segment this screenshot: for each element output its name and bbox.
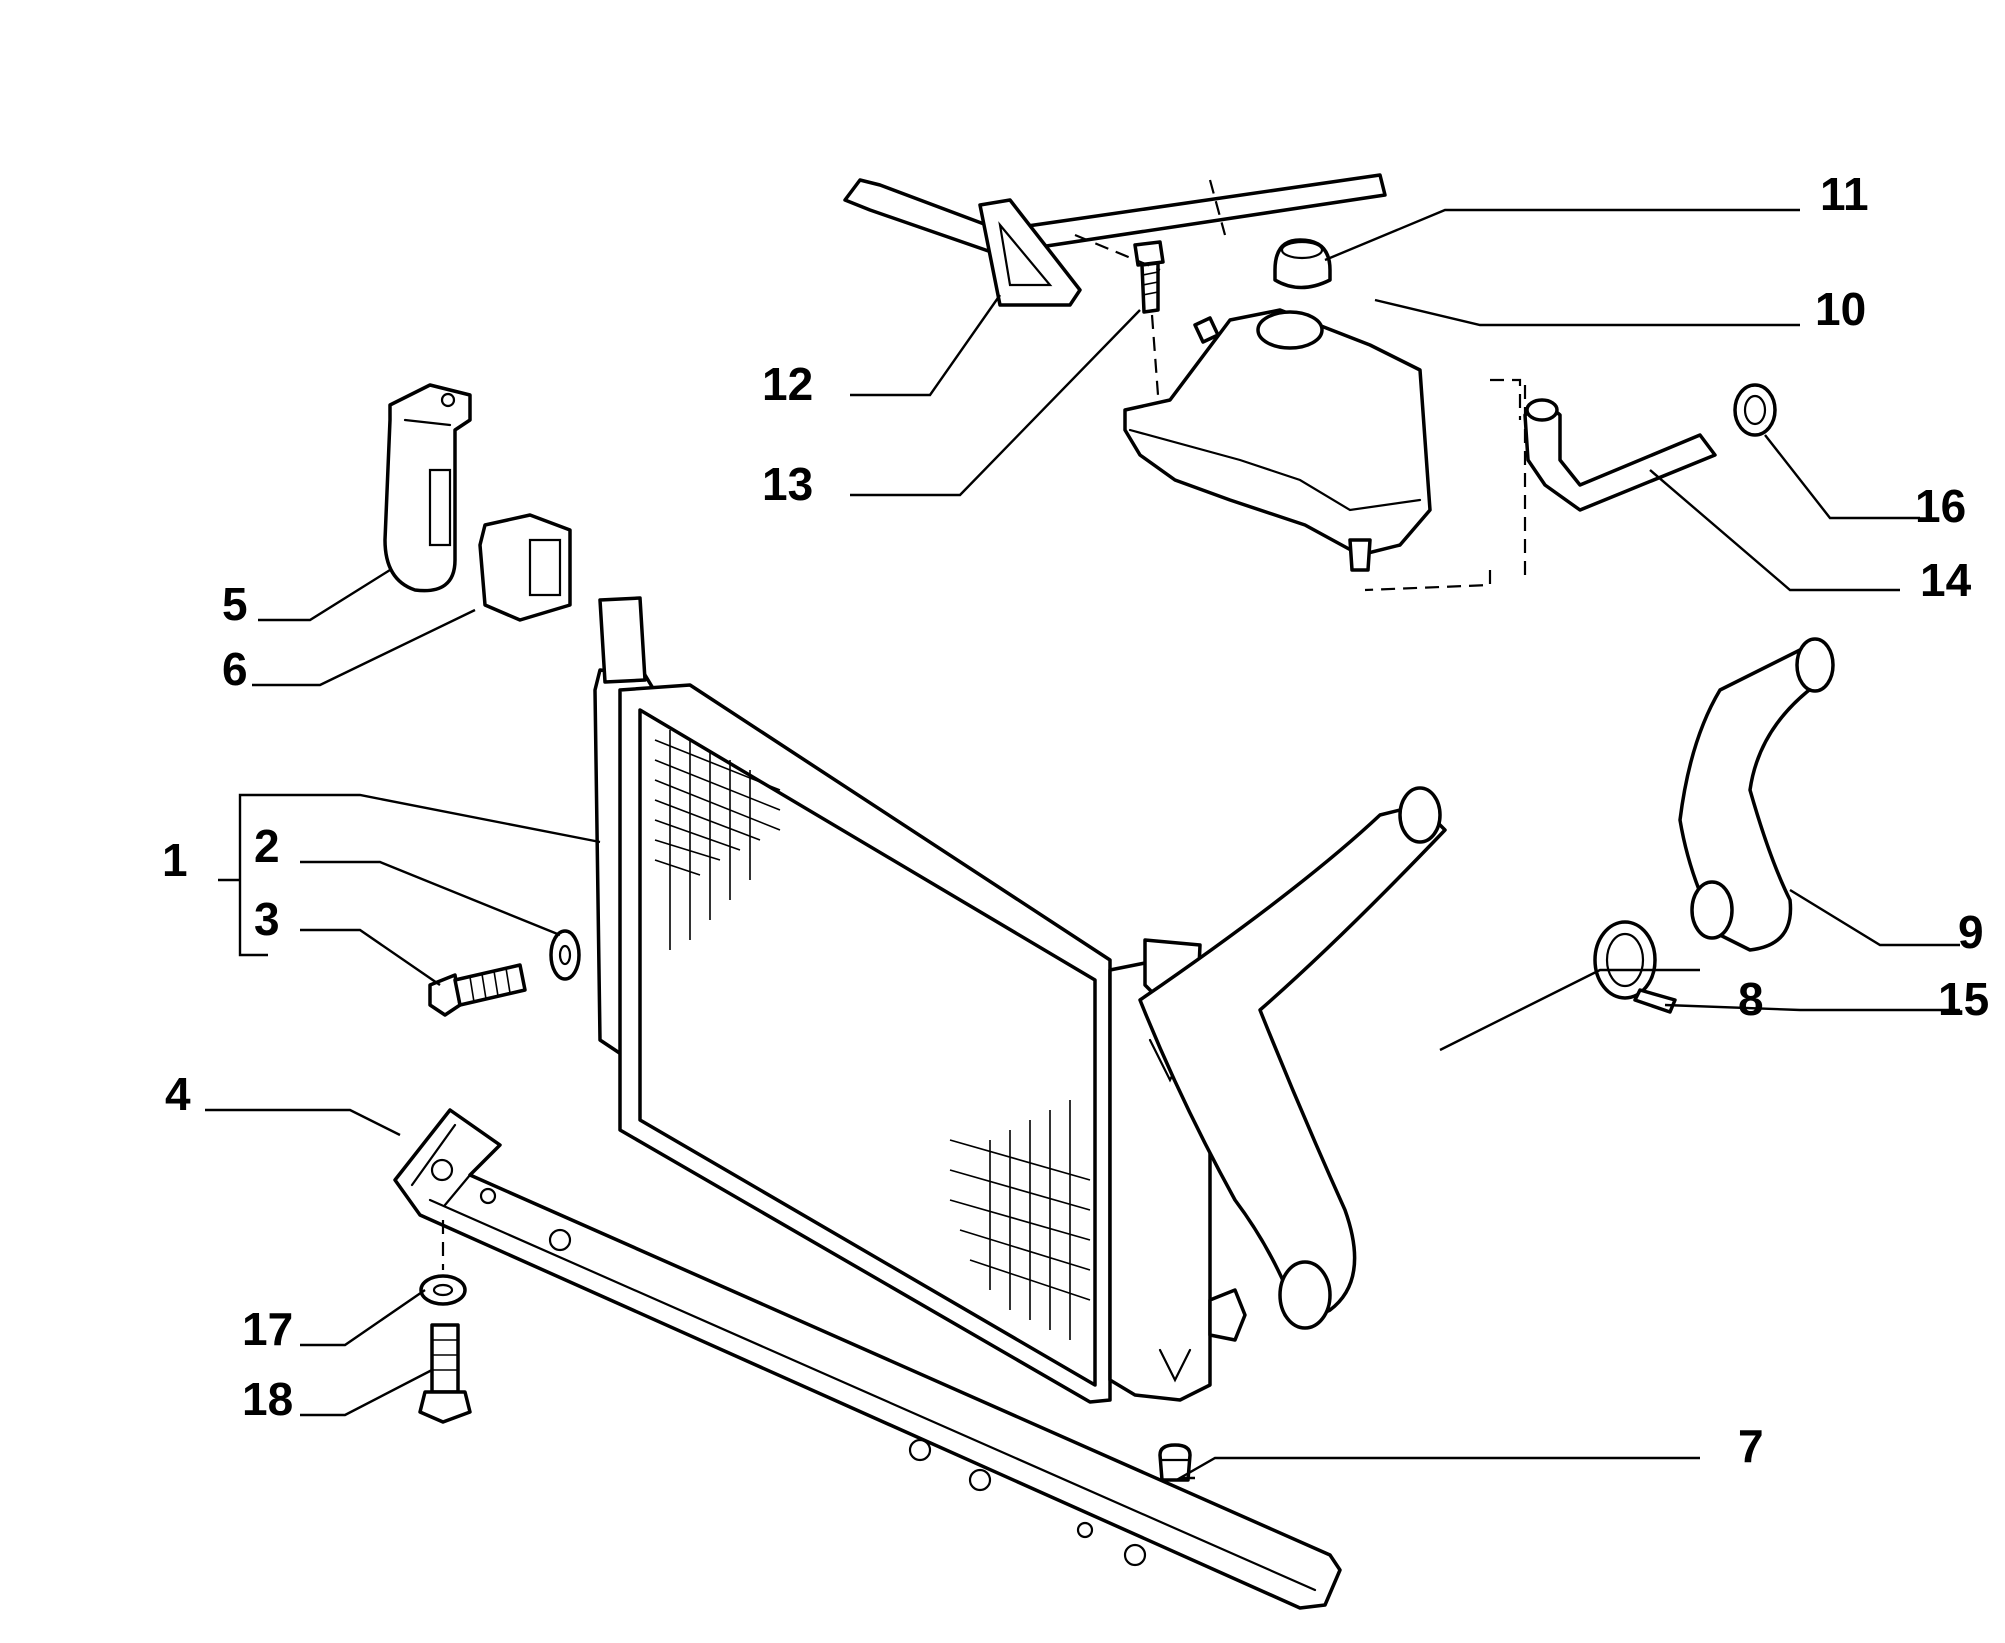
lower-radiator-hose	[1138, 786, 1447, 1330]
callout-labels: 1 2 3 4 5 6 7 8 9 10 11 12 13 14 15 16 1…	[162, 168, 1989, 1472]
callout-7: 7	[1738, 1420, 1764, 1472]
washer-small	[419, 1274, 467, 1306]
callout-18: 18	[242, 1373, 293, 1425]
callout-14: 14	[1920, 554, 1972, 606]
small-clip	[1733, 383, 1777, 437]
small-hose	[1523, 398, 1717, 512]
callout-13: 13	[762, 458, 813, 510]
callout-6: 6	[222, 643, 248, 695]
callout-8: 8	[1738, 973, 1764, 1025]
callout-16: 16	[1915, 480, 1966, 532]
rubber-bush	[478, 513, 572, 622]
mounting-bolt	[418, 1323, 472, 1424]
callout-17: 17	[242, 1303, 293, 1355]
leader-lines	[205, 208, 1960, 1480]
callout-1: 1	[162, 834, 188, 886]
hose-clamp	[1593, 920, 1677, 1014]
callout-11: 11	[1820, 168, 1869, 220]
callout-2: 2	[254, 820, 280, 872]
expansion-tank	[1123, 308, 1432, 572]
assembly-guide-lines	[441, 179, 1527, 1270]
bleed-screw	[428, 963, 527, 1017]
vent-pipe	[843, 173, 1387, 307]
callout-12: 12	[762, 358, 813, 410]
callout-10: 10	[1815, 283, 1866, 335]
upper-radiator-hose	[1678, 637, 1835, 952]
lower-cross-member	[393, 1108, 1342, 1610]
callout-15: 15	[1938, 973, 1989, 1025]
tank-bolt	[1133, 240, 1165, 314]
upper-support-bracket	[383, 383, 472, 593]
callout-4: 4	[165, 1068, 191, 1120]
washer	[549, 929, 581, 981]
filler-cap	[1273, 238, 1332, 290]
callout-5: 5	[222, 578, 248, 630]
callout-9: 9	[1958, 906, 1984, 958]
callout-3: 3	[254, 893, 280, 945]
drain-plug	[1158, 1443, 1192, 1482]
